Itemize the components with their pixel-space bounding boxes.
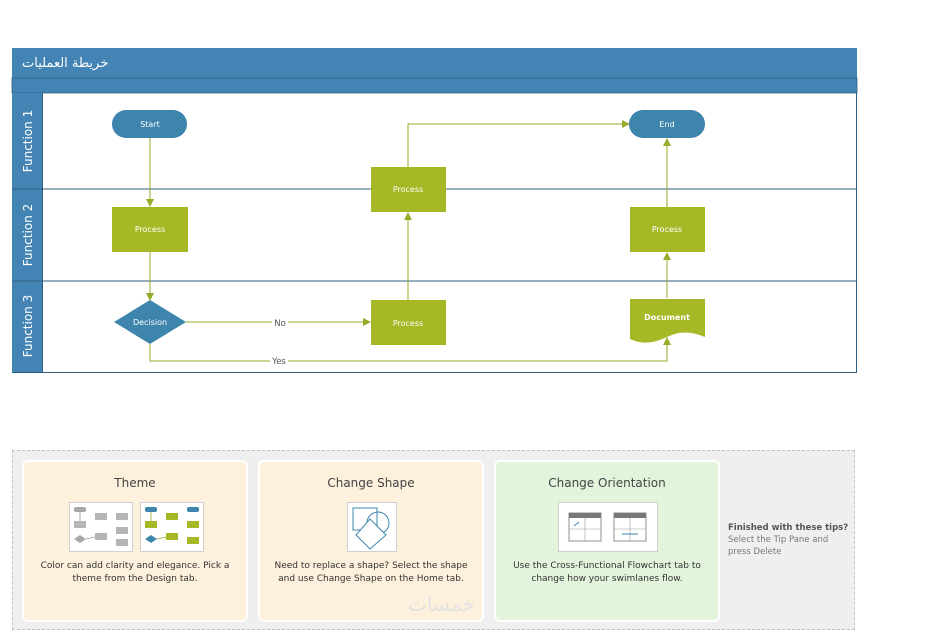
phase-bar [11,77,858,94]
title-bar [12,48,857,78]
process-label-f2-left: Process [135,225,165,234]
decision-label: Decision [133,318,167,327]
start-terminal[interactable] [112,110,187,138]
tip-card-body: Color can add clarity and elegance. Pick… [40,561,230,584]
tip-card-title: Change Shape [327,476,415,490]
end-terminal[interactable] [629,110,705,138]
lane-label-column [12,93,42,372]
connector-process-to-end [407,120,630,167]
cross-functional-flowchart: خريطة العمليات Function 1 Function 2 Fun… [11,48,858,373]
tip-card-title: Theme [114,476,156,490]
edge-label-no: No [274,319,286,329]
watermark-logo: خمسات [408,592,475,616]
change-orientation-thumbnail [558,502,658,552]
document-shape[interactable] [630,299,705,343]
finished-tips-title: Finished with these tips? [728,523,849,533]
tip-card-theme: Theme [22,460,248,622]
theme-gray-thumbnail [69,502,133,552]
edge-label-no-bg [272,317,288,328]
edge-label-yes-bg [270,356,288,367]
decision-diamond[interactable] [114,300,186,344]
start-label: Start [140,120,160,129]
tip-card-body: Need to replace a shape? Select the shap… [274,561,468,584]
tip-card-change-shape: Change Shape Need to replace a shape? Se… [258,460,484,622]
process-label-f2-right: Process [652,225,682,234]
finished-tips-note: Finished with these tips? Select the Tip… [728,522,853,558]
lane-label-function-3: Function 3 [21,295,35,358]
finished-tips-body: Select the Tip Pane and press Delete [728,535,829,557]
change-orientation-icon [568,512,647,542]
connector-decision-yes [149,337,671,362]
end-label: End [659,120,674,129]
lane-label-function-2: Function 2 [21,204,35,267]
process-label-f3-mid: Process [393,319,423,328]
lane-label-function-1: Function 1 [21,110,35,173]
tip-card-title: Change Orientation [548,476,666,490]
gray-flowchart-icon [74,507,128,546]
process-label-mid-upper: Process [393,185,423,194]
theme-color-thumbnail [140,502,204,552]
process-box-f3-mid[interactable] [371,300,446,345]
tip-card-body: Use the Cross-Functional Flowchart tab t… [513,561,701,584]
tip-pane[interactable]: Theme [12,450,855,630]
change-shape-thumbnail [347,502,397,552]
edge-label-yes: Yes [271,357,286,367]
tip-card-change-orientation: Change Orientation Use the Cross-Functio… [494,460,720,622]
process-box-f2-right[interactable] [630,207,705,252]
document-label: Document [644,313,690,322]
process-box-f2-left[interactable] [112,207,188,252]
diagram-title: خريطة العمليات [22,56,108,71]
color-flowchart-icon [145,507,199,544]
process-box-mid-upper[interactable] [371,167,446,212]
change-shape-icon [352,507,390,550]
